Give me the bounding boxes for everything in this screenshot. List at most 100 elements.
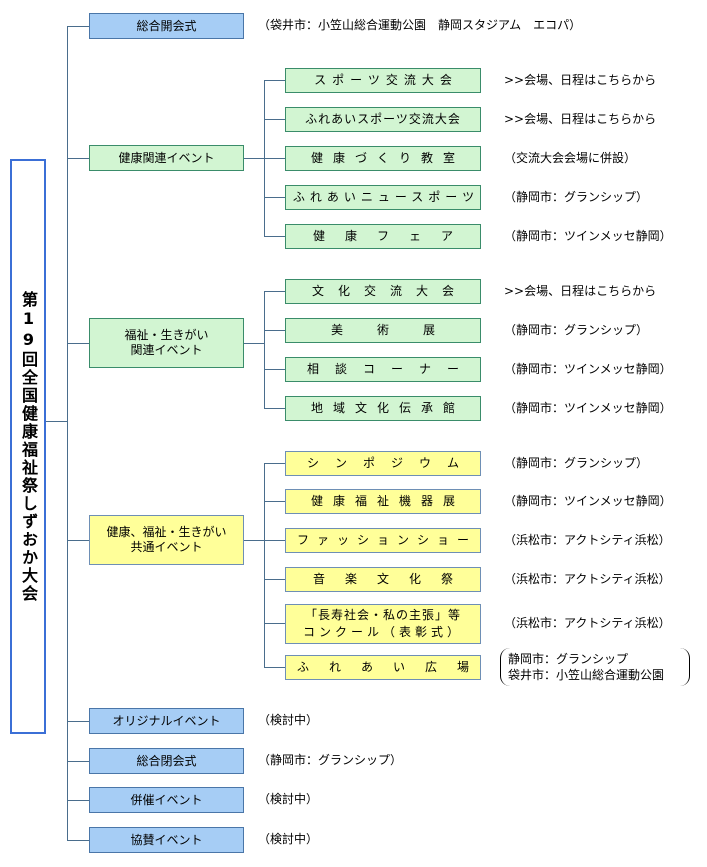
original-venue-note: （検討中）	[258, 713, 319, 727]
new-sports-box[interactable]: ふれあいニュースポーツ	[285, 185, 481, 210]
square-venue-line1: 静岡市：グランシップ	[508, 652, 629, 666]
closing-ceremony-box[interactable]: 総合閉会式	[89, 748, 244, 774]
common-events-box[interactable]: 健康、福祉・生きがい 共通イベント	[89, 515, 244, 565]
health-branch-5	[264, 236, 285, 237]
sports-exchange-label: スポーツ交流大会	[314, 73, 458, 87]
health-branch-3	[264, 158, 285, 159]
health-fair-box[interactable]: 健康フェア	[285, 224, 481, 249]
contest-box[interactable]: 「長寿社会・私の主張」等 コンクール（表彰式）	[285, 604, 481, 644]
concurrent-events-label: 併催イベント	[130, 792, 203, 807]
closing-venue-note: （静岡市：グランシップ）	[258, 753, 403, 767]
health-events-label: 健康関連イベント	[118, 150, 215, 165]
common-events-label: 健康、福祉・生きがい 共通イベント	[106, 525, 227, 554]
common-branch-3	[264, 540, 285, 541]
branch-closing	[67, 761, 89, 762]
music-note: （浜松市：アクトシティ浜松）	[504, 572, 671, 586]
common-branch-5	[264, 623, 285, 624]
consultation-note: （静岡市：ツインメッセ静岡）	[504, 362, 672, 376]
fureai-sports-box[interactable]: ふれあいスポーツ交流大会	[285, 107, 481, 132]
common-connector	[244, 540, 265, 541]
sponsored-events-label: 協賛イベント	[130, 832, 203, 847]
welfare-events-box[interactable]: 福祉・生きがい 関連イベント	[89, 318, 244, 368]
fureai-sports-schedule-link[interactable]: >>会場、日程はこちらから	[504, 112, 657, 126]
opening-ceremony-label: 総合開会式	[136, 18, 197, 33]
fureai-sports-label: ふれあいスポーツ交流大会	[305, 112, 461, 126]
branch-sponsored	[67, 840, 89, 841]
culture-exchange-label: 文化交流大会	[311, 284, 468, 298]
fureai-square-box[interactable]: ふれあい広場	[285, 655, 481, 680]
health-connector	[244, 158, 265, 159]
art-exhibition-box[interactable]: 美術展	[285, 318, 481, 343]
music-festival-label: 音楽文化祭	[312, 572, 473, 586]
health-branch-4	[264, 197, 285, 198]
square-venue-line2: 袋井市：小笠山総合運動公園	[508, 668, 665, 682]
contest-note: （浜松市：アクトシティ浜松）	[504, 616, 671, 630]
culture-exchange-box[interactable]: 文化交流大会	[285, 279, 481, 304]
regional-culture-label: 地域文化伝承館	[310, 401, 465, 415]
common-branch-2	[264, 501, 285, 502]
original-events-box[interactable]: オリジナルイベント	[89, 708, 244, 734]
common-branch-1	[264, 463, 285, 464]
branch-health	[67, 158, 89, 159]
health-class-label: 健康づくり教室	[310, 151, 465, 165]
equipment-note: （静岡市：ツインメッセ静岡）	[504, 494, 672, 508]
common-branch-4	[264, 579, 285, 580]
contest-label-line2: コンクール（表彰式）	[302, 625, 463, 639]
main-spine	[67, 26, 68, 840]
fashion-note: （浜松市：アクトシティ浜松）	[504, 533, 671, 547]
opening-ceremony-box[interactable]: 総合開会式	[89, 13, 244, 39]
art-exhibition-label: 美術展	[330, 323, 469, 337]
sponsored-events-box[interactable]: 協賛イベント	[89, 827, 244, 853]
branch-opening	[67, 26, 89, 27]
sports-exchange-box[interactable]: スポーツ交流大会	[285, 68, 481, 93]
welfare-branch-4	[264, 408, 285, 409]
opening-venue-note: （袋井市：小笠山総合運動公園 静岡スタジアム エコパ）	[258, 18, 582, 32]
health-branch-1	[264, 80, 285, 81]
health-branch-2	[264, 119, 285, 120]
music-festival-box[interactable]: 音楽文化祭	[285, 567, 481, 592]
fureai-square-label: ふれあい広場	[297, 660, 490, 674]
common-branch-6	[264, 667, 285, 668]
root-connector	[46, 421, 68, 422]
health-fair-note: （静岡市：ツインメッセ静岡）	[504, 229, 672, 243]
closing-ceremony-label: 総合閉会式	[136, 753, 197, 768]
original-events-label: オリジナルイベント	[112, 713, 221, 728]
fashion-show-label: ファッションショー	[296, 533, 477, 547]
art-exhibition-note: （静岡市：グランシップ）	[504, 323, 649, 337]
root-label: 第19回全国健康福祉祭しずおか大会	[19, 290, 38, 603]
health-fair-label: 健康フェア	[312, 229, 473, 243]
symposium-box[interactable]: シンポジウム	[285, 451, 481, 476]
consultation-corner-label: 相談コーナー	[306, 362, 475, 376]
sports-schedule-link[interactable]: >>会場、日程はこちらから	[504, 73, 657, 87]
regional-culture-note: （静岡市：ツインメッセ静岡）	[504, 401, 672, 415]
concurrent-events-box[interactable]: 併催イベント	[89, 787, 244, 813]
welfare-equipment-label: 健康福祉機器展	[310, 494, 465, 508]
health-class-note: （交流大会会場に併設）	[504, 151, 637, 165]
symposium-label: シンポジウム	[306, 456, 475, 470]
branch-common	[67, 540, 89, 541]
symposium-note: （静岡市：グランシップ）	[504, 456, 649, 470]
welfare-spine	[264, 291, 265, 408]
consultation-corner-box[interactable]: 相談コーナー	[285, 357, 481, 382]
regional-culture-box[interactable]: 地域文化伝承館	[285, 396, 481, 421]
health-class-box[interactable]: 健康づくり教室	[285, 146, 481, 171]
welfare-branch-1	[264, 291, 285, 292]
sponsored-venue-note: （検討中）	[258, 832, 319, 846]
square-venue-brace	[500, 648, 690, 686]
branch-welfare	[67, 343, 89, 344]
culture-schedule-link[interactable]: >>会場、日程はこちらから	[504, 284, 657, 298]
root-event-title: 第19回全国健康福祉祭しずおか大会	[10, 159, 46, 734]
contest-label-line1: 「長寿社会・私の主張」等	[304, 608, 461, 622]
fashion-show-box[interactable]: ファッションショー	[285, 528, 481, 553]
branch-concurrent	[67, 800, 89, 801]
welfare-equipment-box[interactable]: 健康福祉機器展	[285, 489, 481, 514]
welfare-branch-3	[264, 369, 285, 370]
welfare-branch-2	[264, 330, 285, 331]
branch-original	[67, 721, 89, 722]
new-sports-note: （静岡市：グランシップ）	[504, 190, 649, 204]
health-events-box[interactable]: 健康関連イベント	[89, 145, 244, 171]
common-spine	[264, 463, 265, 667]
concurrent-venue-note: （検討中）	[258, 792, 319, 806]
new-sports-label: ふれあいニュースポーツ	[292, 190, 480, 204]
